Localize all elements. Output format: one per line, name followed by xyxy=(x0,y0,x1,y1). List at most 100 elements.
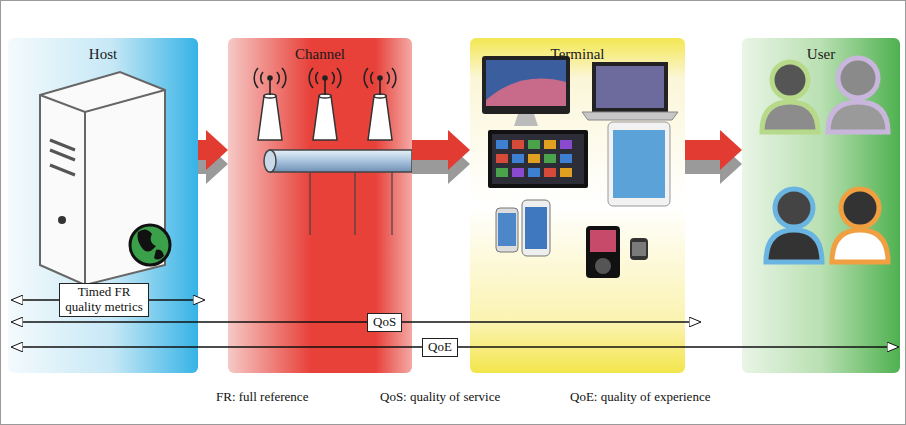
terminal-devices xyxy=(630,238,648,260)
terminal-devices xyxy=(496,154,508,163)
span-label: Timed FR quality metrics xyxy=(59,283,149,317)
antenna-network xyxy=(309,172,310,235)
antenna-network xyxy=(254,68,286,88)
terminal-devices xyxy=(544,168,556,177)
stage-heading: Terminal xyxy=(470,46,685,63)
terminal-devices xyxy=(582,112,678,120)
antenna-network xyxy=(309,68,341,88)
terminal-devices xyxy=(560,168,572,177)
server-icon xyxy=(40,72,170,285)
antenna-network xyxy=(324,80,326,95)
terminal-devices xyxy=(590,230,616,252)
terminal-devices xyxy=(496,168,508,177)
terminal-devices xyxy=(613,130,665,198)
antenna-network xyxy=(354,172,355,235)
antenna-network xyxy=(378,76,382,80)
terminal-devices xyxy=(544,154,556,163)
band-grounds xyxy=(228,38,412,373)
arrow-shape xyxy=(412,130,470,170)
user-figures xyxy=(838,58,878,98)
user-figures xyxy=(775,189,813,227)
server-icon xyxy=(130,225,170,265)
antenna-network xyxy=(258,94,392,140)
user-figures xyxy=(766,230,822,262)
terminal-devices xyxy=(498,213,516,246)
terminal-devices xyxy=(482,56,678,278)
antenna-network xyxy=(258,96,282,140)
terminal-devices xyxy=(632,242,646,256)
terminal-devices xyxy=(496,140,508,149)
terminal-devices xyxy=(560,140,572,149)
terminal-devices xyxy=(586,226,620,278)
abbreviation-note: QoS: quality of service xyxy=(380,390,500,405)
arrow-shape xyxy=(198,130,228,170)
flow-arrow xyxy=(412,130,470,184)
arrow-shape xyxy=(685,130,742,170)
stage-band: Terminal xyxy=(470,38,685,373)
terminal-devices xyxy=(512,168,524,177)
terminal-devices xyxy=(528,140,540,149)
band-grounds xyxy=(8,38,900,373)
antenna-network xyxy=(368,96,392,140)
stage-heading: Channel xyxy=(228,46,412,63)
band-grounds xyxy=(8,38,198,373)
flow-arrow xyxy=(685,130,742,184)
server-icon xyxy=(50,140,75,175)
stage-heading: User xyxy=(742,46,900,63)
antenna-network xyxy=(264,150,276,172)
arrow-shape xyxy=(685,144,742,184)
user-figures xyxy=(762,58,888,262)
span-label: QoE xyxy=(422,338,458,357)
terminal-devices xyxy=(596,66,664,108)
terminal-devices xyxy=(525,207,547,249)
terminal-devices xyxy=(522,200,550,256)
antenna-network xyxy=(270,150,412,172)
terminal-devices xyxy=(482,56,570,114)
terminal-devices xyxy=(492,134,584,184)
server-icon xyxy=(40,90,165,112)
antenna-network xyxy=(254,68,412,235)
terminal-devices xyxy=(528,168,540,177)
terminal-devices xyxy=(496,208,518,252)
terminal-devices xyxy=(528,154,540,163)
user-figures xyxy=(841,189,879,227)
antenna-network xyxy=(379,80,381,95)
band-grounds xyxy=(470,38,685,373)
band-grounds xyxy=(742,38,900,373)
stage-band: User xyxy=(742,38,900,373)
terminal-devices xyxy=(488,130,588,188)
terminal-devices xyxy=(608,122,670,206)
terminal-devices xyxy=(496,140,572,177)
server-icon xyxy=(84,112,86,285)
antenna-network xyxy=(268,76,272,80)
antenna-network xyxy=(313,96,337,140)
terminal-devices xyxy=(486,60,566,106)
arrow-shape xyxy=(198,144,228,184)
antenna-network xyxy=(323,76,327,80)
server-icon xyxy=(138,229,165,259)
span-arrows xyxy=(12,321,700,322)
user-figures xyxy=(762,58,888,262)
antenna-network xyxy=(364,68,396,88)
user-figures xyxy=(828,102,888,132)
antenna-network xyxy=(269,80,271,95)
terminal-devices xyxy=(512,154,524,163)
flow-arrow xyxy=(198,130,228,184)
antenna-network xyxy=(254,68,396,95)
terminal-devices xyxy=(560,154,572,163)
server-icon xyxy=(58,216,66,224)
terminal-devices xyxy=(514,114,538,126)
terminal-devices xyxy=(592,62,668,112)
span-label: QoS xyxy=(367,313,402,332)
user-figures xyxy=(772,62,808,98)
terminal-devices xyxy=(544,140,556,149)
abbreviation-note: FR: full reference xyxy=(216,390,308,405)
antenna-network xyxy=(391,172,392,235)
user-figures xyxy=(832,230,888,262)
arrow-shape xyxy=(412,144,470,184)
terminal-devices xyxy=(486,79,566,106)
terminal-devices xyxy=(595,258,611,274)
user-figures xyxy=(762,102,818,132)
